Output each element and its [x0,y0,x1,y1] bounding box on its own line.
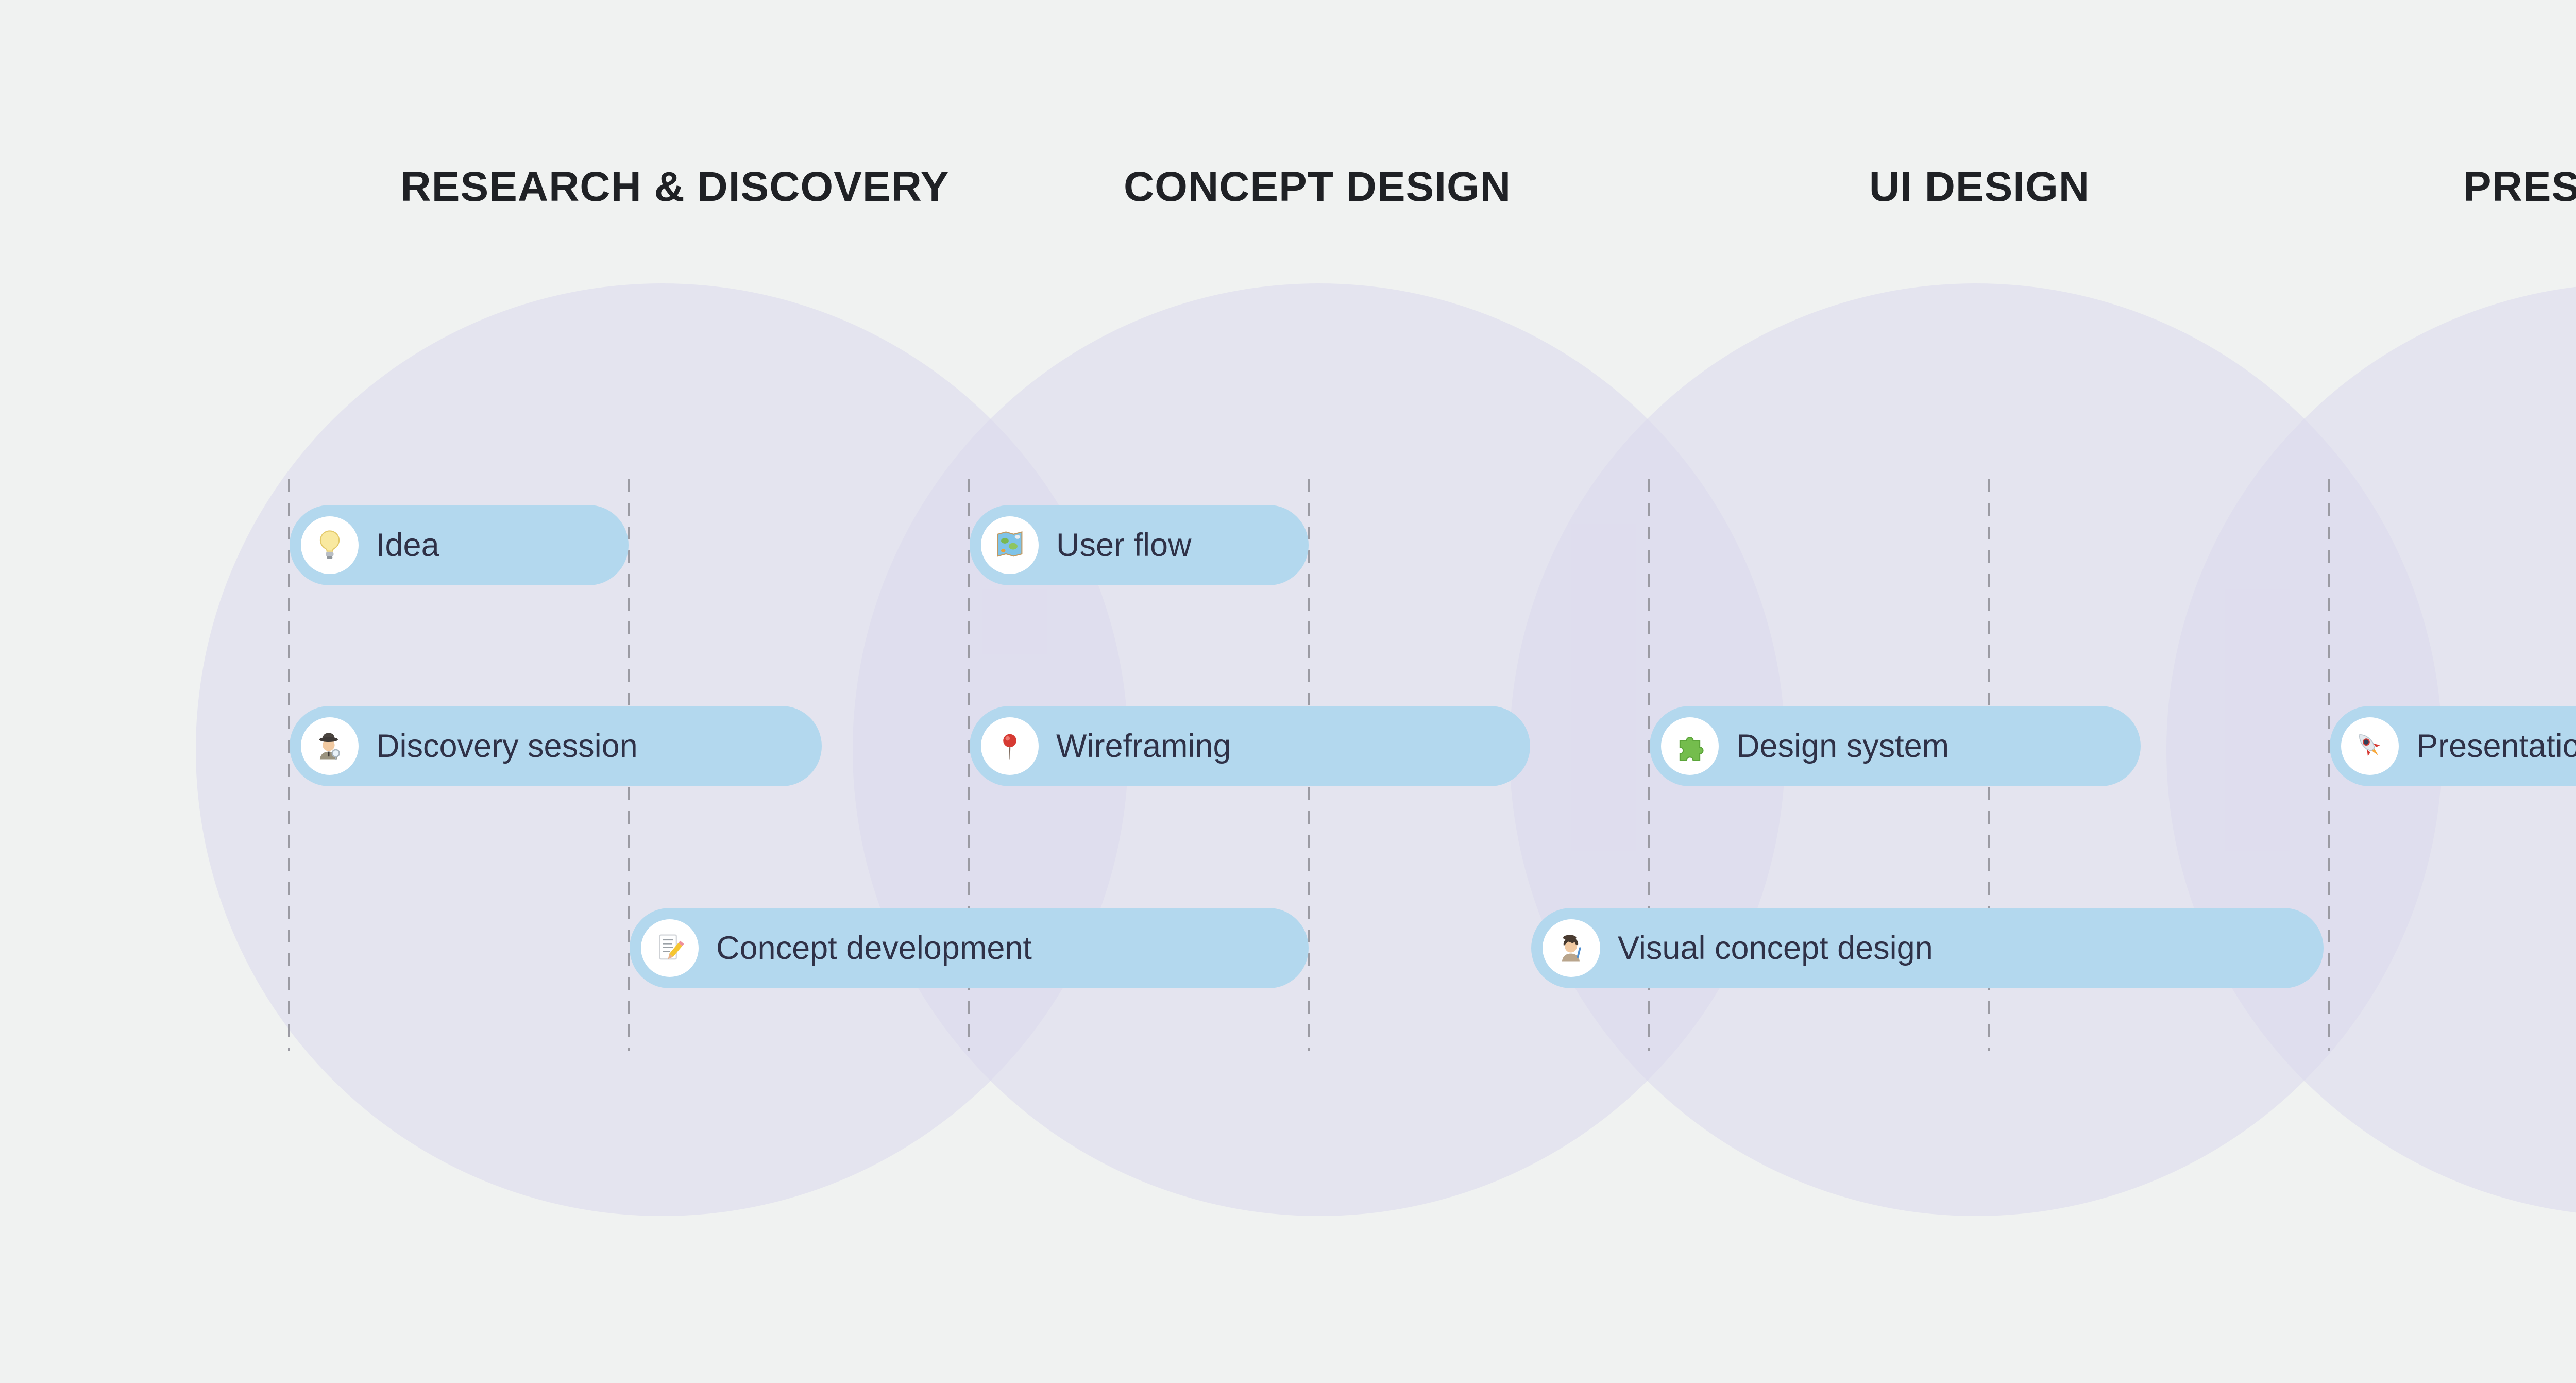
phase-title-concept: CONCEPT DESIGN [1123,163,1512,210]
task-idea[interactable]: Idea [290,505,629,585]
rocket-icon [2341,717,2399,775]
task-label: Discovery session [376,728,638,764]
gridline [968,479,970,1051]
gridline [288,479,290,1051]
world-map-icon [981,516,1039,574]
task-concept-development[interactable]: Concept development [630,908,1309,988]
lightbulb-icon [301,516,359,574]
phase-title-ui: UI DESIGN [1869,163,2090,210]
task-label: Visual concept design [1618,930,1933,966]
artist-icon [1543,919,1600,977]
task-presentation[interactable]: Presentation [2330,706,2576,786]
task-user-flow[interactable]: User flow [970,505,1309,585]
task-wireframing[interactable]: Wireframing [970,706,1530,786]
gridline [2328,479,2330,1051]
phase-title-presentation: PRESENTATION [2463,163,2576,210]
phase-title-research: RESEARCH & DISCOVERY [400,163,950,210]
task-label: Wireframing [1056,728,1231,764]
task-label: Concept development [716,930,1032,966]
puzzle-icon [1661,717,1719,775]
task-label: Presentation [2416,728,2576,764]
task-label: Design system [1736,728,1950,764]
task-visual-concept-design[interactable]: Visual concept design [1531,908,2324,988]
pushpin-icon [981,717,1039,775]
memo-icon [641,919,699,977]
gridline [1648,479,1650,1051]
task-design-system[interactable]: Design system [1650,706,2141,786]
task-label: User flow [1056,527,1192,563]
task-discovery-session[interactable]: Discovery session [290,706,822,786]
task-label: Idea [376,527,439,563]
detective-icon [301,717,359,775]
